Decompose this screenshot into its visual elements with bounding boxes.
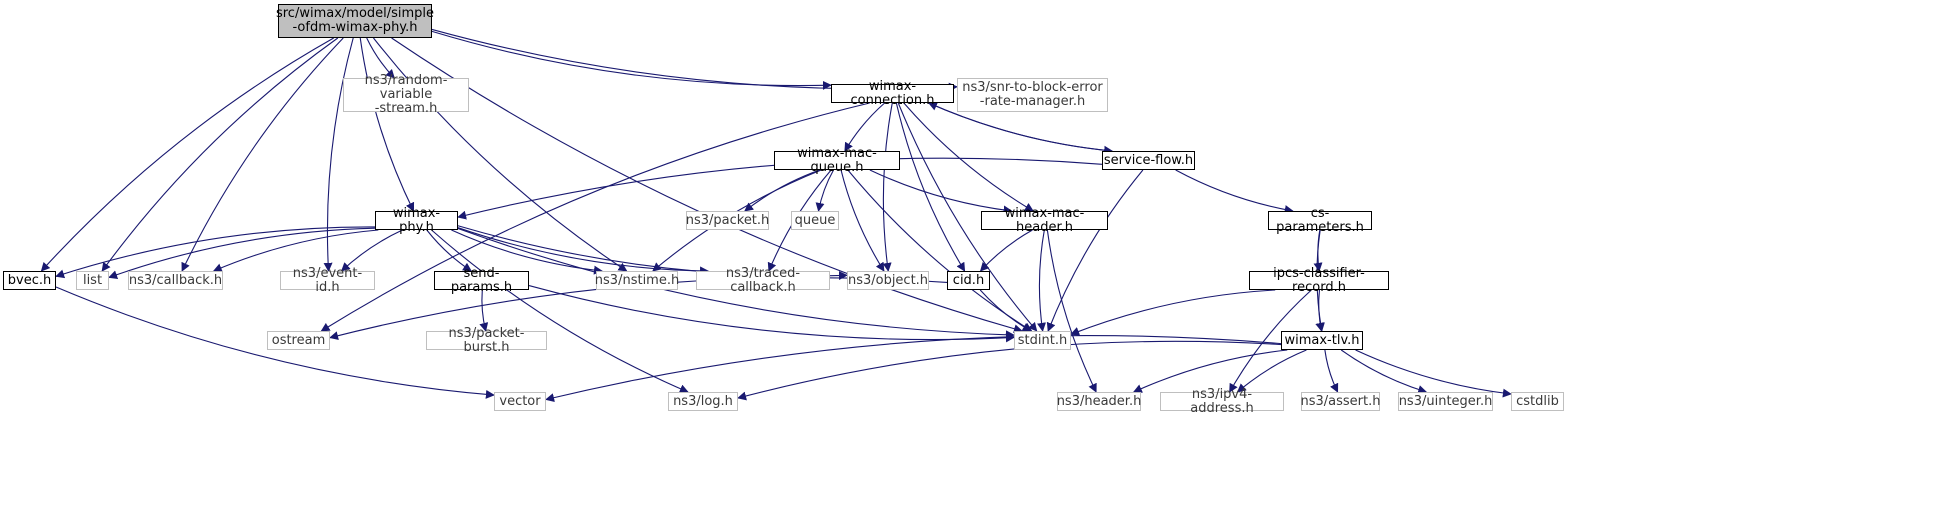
- edge-root-to-rvs: [366, 37, 395, 79]
- edge-macqueue-to-object: [840, 169, 885, 272]
- edge-root-to-wimaxphy: [359, 37, 415, 212]
- node-random-variable-stream-h: ns3/random-variable -stream.h: [343, 74, 469, 116]
- edge-macqueue-to-stdint: [847, 169, 1033, 332]
- edge-root-to-nstime: [373, 37, 628, 272]
- edge-serviceflow-to-stdint: [1046, 169, 1144, 332]
- node-queue: queue: [791, 211, 839, 230]
- node-callback-h: ns3/callback.h: [128, 271, 223, 290]
- node-wimax-phy-h[interactable]: wimax-phy.h: [375, 206, 458, 234]
- edge-serviceflow-to-csparams: [1175, 169, 1294, 214]
- node-stdint-h: stdint.h: [1014, 331, 1071, 350]
- node-event-id-h: ns3/event-id.h: [280, 266, 375, 294]
- node-wimax-tlv-h[interactable]: wimax-tlv.h: [1281, 331, 1363, 350]
- node-header-h: ns3/header.h: [1057, 392, 1141, 411]
- edge-root-to-stdint: [391, 37, 1023, 334]
- edge-sendparams-to-packetburst: [479, 289, 489, 332]
- node-snr-to-block-error-rate-manager-h: ns3/snr-to-block-error -rate-manager.h: [957, 78, 1108, 112]
- edge-wimaxphy-to-log: [431, 229, 689, 393]
- edge-macheader-to-stdint: [1037, 229, 1046, 332]
- edge-wimaxtlv-to-vector: [545, 334, 1282, 403]
- node-cid-h[interactable]: cid.h: [947, 271, 990, 290]
- edge-wimaxtlv-to-cstdlib: [1355, 349, 1512, 398]
- node-traced-callback-h: ns3/traced-callback.h: [696, 266, 830, 294]
- edge-wimaxtlv-to-log: [737, 340, 1282, 401]
- edge-wimaxconn-to-macqueue: [844, 102, 885, 152]
- node-assert-h: ns3/assert.h: [1301, 392, 1381, 411]
- edge-wimaxtlv-to-uinteger: [1340, 349, 1428, 394]
- node-ostream: ostream: [267, 331, 330, 350]
- node-packet-burst-h: ns3/packet-burst.h: [426, 326, 547, 354]
- edge-macqueue-to-macheader: [869, 169, 1013, 215]
- edge-serviceflow-to-wimaxconn: [927, 102, 1113, 152]
- edge-macheader-to-header: [1046, 229, 1097, 393]
- edge-wimaxtlv-to-ipv4: [1236, 349, 1307, 393]
- edge-root-to-bvec: [40, 37, 334, 272]
- edge-wimaxphy-to-callback: [212, 229, 379, 272]
- edge-wimaxconn-to-macheader: [903, 102, 1034, 212]
- node-wimax-mac-header-h[interactable]: wimax-mac-header.h: [981, 206, 1108, 234]
- edge-wimaxconn-to-ostream: [320, 102, 870, 332]
- node-object-h: ns3/object.h: [847, 271, 929, 290]
- edge-root-to-callback: [181, 37, 344, 272]
- node-cstdlib: cstdlib: [1511, 392, 1564, 411]
- edge-cid-to-stdint: [979, 289, 1032, 332]
- edge-ipcs-to-wimaxtlv: [1315, 289, 1325, 332]
- edge-macqueue-to-packet: [744, 169, 820, 212]
- edge-macheader-to-cid: [979, 229, 1033, 272]
- node-bvec-h[interactable]: bvec.h: [3, 271, 56, 290]
- edge-wimaxphy-to-sendparams: [426, 229, 472, 272]
- edge-wimaxphy-to-eventid: [340, 229, 403, 272]
- edge-macqueue-to-queue: [815, 169, 834, 212]
- node-ipv4-address-h: ns3/ipv4-address.h: [1160, 387, 1284, 415]
- node-ipcs-classifier-record-h[interactable]: ipcs-classifier-record.h: [1249, 266, 1389, 294]
- node-wimax-mac-queue-h[interactable]: wimax-mac-queue.h: [774, 146, 900, 174]
- node-log-h: ns3/log.h: [668, 392, 738, 411]
- edge-wimaxconn-to-stdint: [897, 102, 1038, 332]
- node-simple-ofdm-wimax-phy-h: src/wimax/model/simple -ofdm-wimax-phy.h: [276, 4, 434, 38]
- edge-root-to-list: [101, 37, 339, 272]
- edge-wimaxphy-to-stdint: [457, 227, 1015, 340]
- node-nstime-h: ns3/nstime.h: [595, 271, 679, 290]
- edge-wimaxtlv-to-assert: [1324, 349, 1339, 393]
- node-wimax-connection-h[interactable]: wimax-connection.h: [831, 79, 954, 107]
- node-cs-parameters-h[interactable]: cs-parameters.h: [1268, 206, 1372, 234]
- edge-wimaxphy-to-list: [108, 227, 376, 279]
- edge-ipcs-to-ipv4: [1229, 289, 1312, 393]
- edge-bvec-to-vector: [55, 286, 495, 399]
- node-packet-h: ns3/packet.h: [686, 211, 769, 230]
- node-vector: vector: [494, 392, 546, 411]
- edge-wimaxphy-to-tracedcb: [457, 227, 710, 276]
- edge-ipcs-to-stdint: [1070, 289, 1276, 336]
- edge-wimaxconn-to-object: [882, 102, 893, 272]
- edge-wimaxphy-to-bvec: [55, 226, 376, 279]
- edge-wimaxconn-to-cid: [895, 102, 966, 272]
- node-uinteger-h: ns3/uinteger.h: [1398, 392, 1493, 411]
- edge-root-to-eventid: [323, 37, 354, 272]
- node-send-params-h[interactable]: send-params.h: [434, 266, 529, 294]
- edge-wimaxtlv-to-header: [1132, 349, 1288, 393]
- node-list: list: [76, 271, 109, 290]
- edge-root-to-wimaxconn: [431, 30, 832, 90]
- node-service-flow-h[interactable]: service-flow.h: [1102, 151, 1195, 170]
